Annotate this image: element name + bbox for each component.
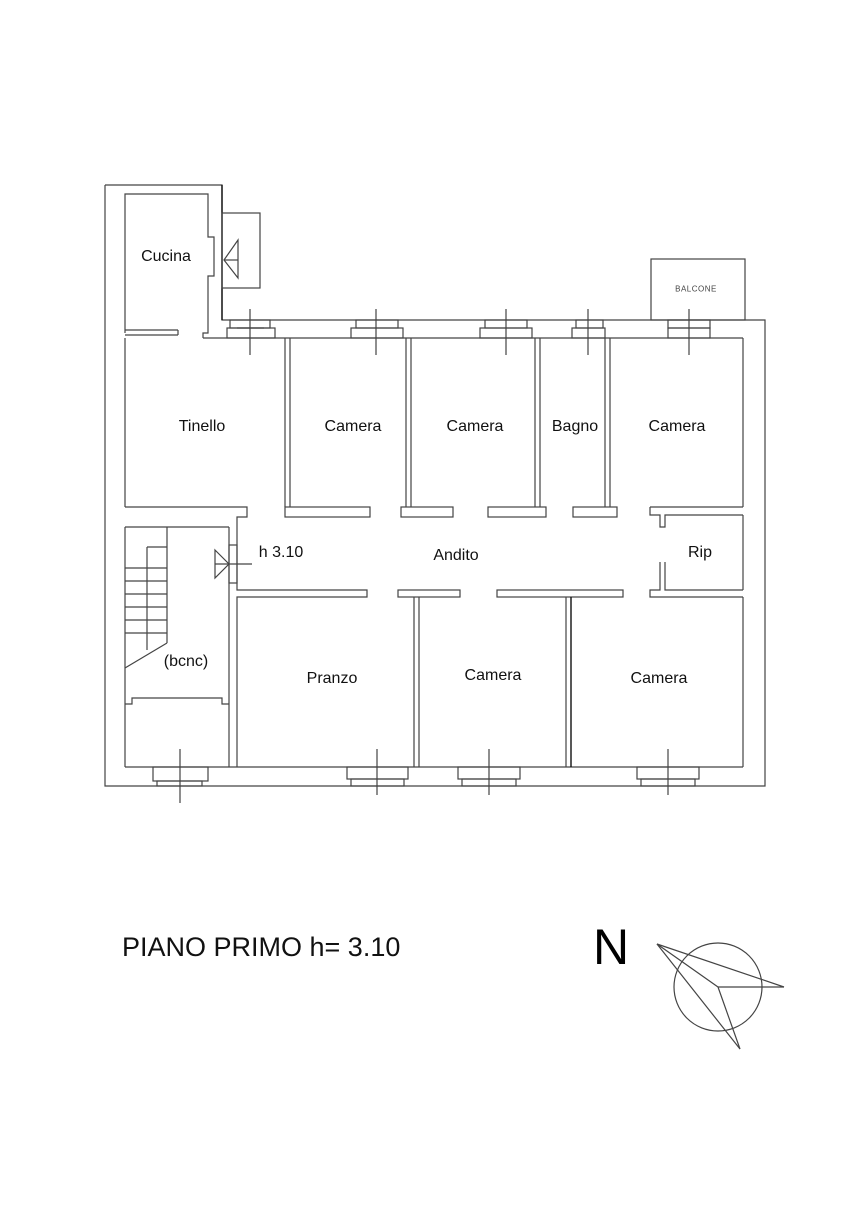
staircase bbox=[124, 527, 229, 705]
entrance-door bbox=[214, 544, 252, 584]
room-label-bcnc: (bcnc) bbox=[163, 653, 209, 670]
room-label-camera-3: Camera bbox=[648, 418, 706, 435]
plan-title: PIANO PRIMO h= 3.10 bbox=[122, 932, 401, 962]
height-note: h 3.10 bbox=[258, 544, 304, 561]
north-label: N bbox=[593, 919, 630, 975]
room-label-camera-4: Camera bbox=[464, 667, 522, 684]
windows bbox=[152, 309, 711, 803]
room-label-camera-1: Camera bbox=[324, 418, 382, 435]
room-label-bagno: Bagno bbox=[551, 418, 599, 435]
room-label-pranzo: Pranzo bbox=[306, 670, 358, 687]
room-label-balcone: BALCONE bbox=[675, 284, 717, 294]
room-label-rip: Rip bbox=[687, 544, 713, 561]
room-label-cucina: Cucina bbox=[141, 248, 191, 265]
north-arrow-icon bbox=[656, 942, 785, 1050]
room-label-camera-2: Camera bbox=[446, 418, 504, 435]
outer-walls bbox=[104, 184, 766, 787]
room-label-camera-5: Camera bbox=[630, 670, 688, 687]
room-label-tinello: Tinello bbox=[178, 418, 226, 435]
room-label-andito: Andito bbox=[433, 547, 479, 564]
partitions bbox=[124, 238, 743, 767]
cucina-door bbox=[223, 238, 239, 280]
